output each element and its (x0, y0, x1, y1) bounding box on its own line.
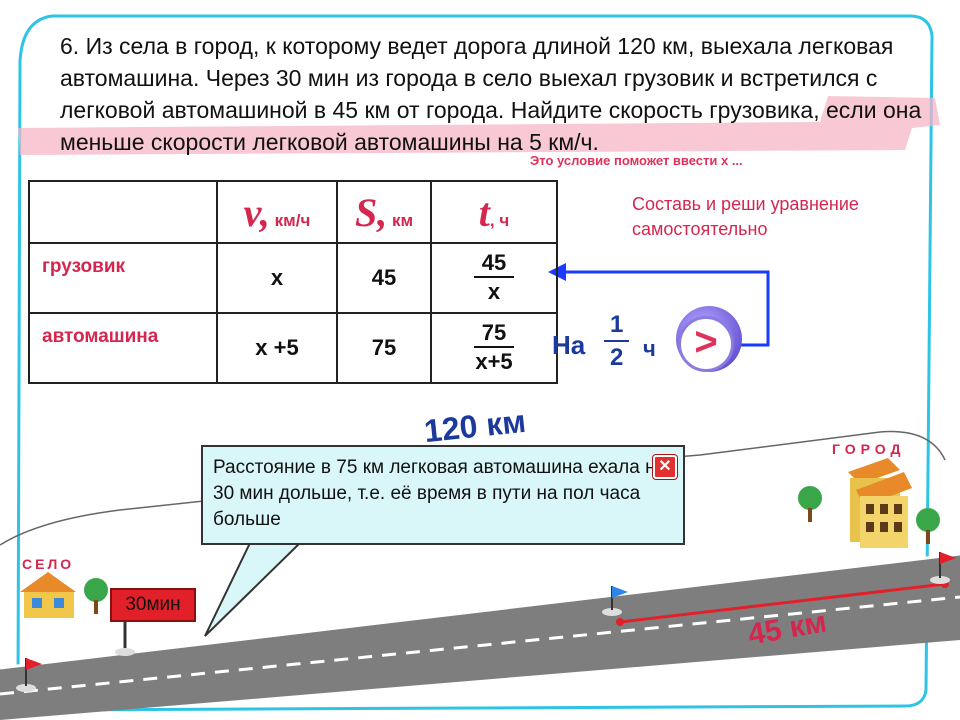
village-house (20, 572, 108, 618)
problem-highlight-2: грузовика, если она меньше скорости легк… (60, 97, 922, 155)
flag-city (930, 552, 956, 584)
flag-meeting (602, 586, 628, 616)
comparison-unit: ч (643, 336, 656, 361)
instruction-text: Составь и реши уравнение самостоятельно (632, 194, 859, 239)
distance-45-line (619, 582, 946, 624)
hint-small: Это условие поможет ввести х ... (530, 153, 743, 168)
header-time: t, ч (430, 180, 558, 244)
row-label-truck: грузовик (28, 242, 218, 314)
terrain-line (0, 430, 946, 546)
flag-village (16, 658, 42, 692)
header-speed: v, км/ч (216, 180, 338, 244)
comparison-prefix: На (552, 330, 586, 360)
road (0, 554, 960, 720)
problem-main: Из села в город, к которому ведет дорога… (60, 33, 894, 123)
header-empty (28, 180, 218, 244)
road-center-line (0, 595, 960, 696)
explanation-callout: Расстояние в 75 км легковая автомашина е… (201, 445, 685, 545)
frame-border (16, 14, 934, 712)
greater-than-icon: > (678, 316, 734, 372)
village-label: СЕЛО (22, 556, 75, 572)
blue-arrow (560, 270, 770, 347)
city-buildings (798, 458, 940, 548)
problem-text: 6. Из села в город, к которому ведет дор… (60, 30, 940, 158)
cell-car-distance: 75 (336, 312, 432, 384)
callout-pointer (204, 542, 303, 637)
blue-arrow-head (548, 263, 566, 281)
close-icon[interactable]: ✕ (653, 455, 677, 479)
cell-car-speed: х +5 (216, 312, 338, 384)
row-label-car: автомашина (28, 312, 218, 384)
cell-truck-speed: х (216, 242, 338, 314)
city-label: ГОРОД (832, 441, 906, 457)
problem-highlight-1: скорость (608, 97, 703, 123)
highlight-mark (18, 96, 940, 155)
problem-number: 6. (60, 33, 80, 59)
header-distance: S, км (336, 180, 432, 244)
callout-text: Расстояние в 75 км легковая автомашина е… (213, 457, 667, 530)
delay-sign: 30мин (110, 588, 196, 622)
road-edge-top (0, 552, 960, 670)
greater-than-button[interactable]: > (676, 306, 742, 372)
cell-truck-distance: 45 (336, 242, 432, 314)
